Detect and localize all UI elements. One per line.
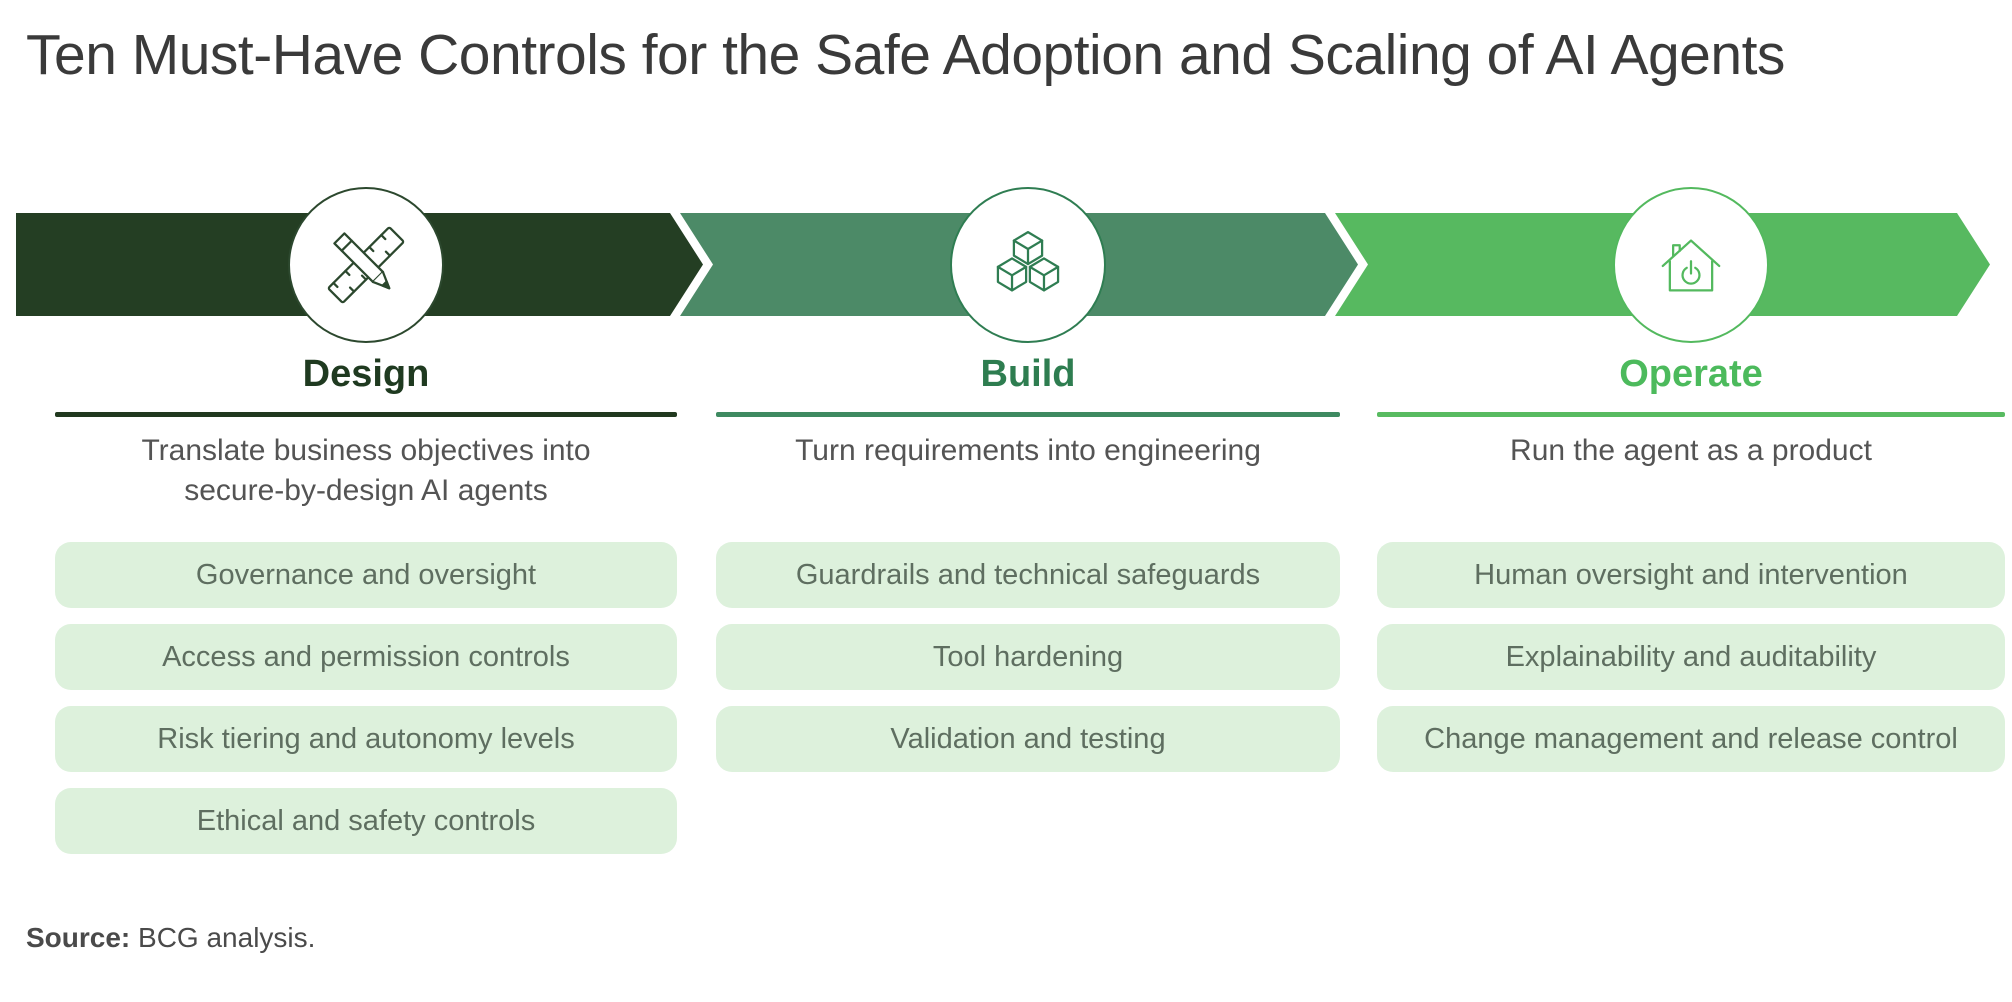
control-pill: Validation and testing <box>716 706 1340 772</box>
build-subtitle: Turn requirements into engineering <box>795 434 1261 467</box>
operate-icon-circle <box>1613 187 1769 343</box>
control-pill: Change management and release control <box>1377 706 2005 772</box>
design-icon-circle <box>288 187 444 343</box>
design-column: Design Translate business objectives int… <box>55 352 677 870</box>
build-column: Build Turn requirements into engineering… <box>716 352 1340 788</box>
design-subtitle: Translate business objectives into secur… <box>141 434 591 507</box>
control-pill: Tool hardening <box>716 624 1340 690</box>
build-controls-list: Guardrails and technical safeguards Tool… <box>716 542 1340 772</box>
house-power-icon <box>1661 239 1721 292</box>
pencil-and-ruler-icon <box>327 226 405 304</box>
design-underline <box>55 412 677 417</box>
design-phase-heading: Design <box>302 353 430 395</box>
control-pill: Human oversight and intervention <box>1377 542 2005 608</box>
control-pill: Access and permission controls <box>55 624 677 690</box>
control-pill: Ethical and safety controls <box>55 788 677 854</box>
source-label: Source: <box>26 922 131 953</box>
control-pill: Explainability and auditability <box>1377 624 2005 690</box>
control-pill: Governance and oversight <box>55 542 677 608</box>
operate-subtitle: Run the agent as a product <box>1510 434 1872 467</box>
operate-column: Operate Run the agent as a product Human… <box>1377 352 2005 788</box>
page-title: Ten Must-Have Controls for the Safe Adop… <box>26 23 1785 87</box>
control-pill: Risk tiering and autonomy levels <box>55 706 677 772</box>
build-underline <box>716 412 1340 417</box>
cubes-icon <box>996 230 1060 292</box>
source-text: BCG analysis. <box>130 922 316 953</box>
design-controls-list: Governance and oversight Access and perm… <box>55 542 677 854</box>
build-phase-heading: Build <box>980 353 1076 395</box>
operate-phase-heading: Operate <box>1619 353 1763 395</box>
operate-underline <box>1377 412 2005 417</box>
source-note: Source: BCG analysis. <box>26 922 315 954</box>
control-pill: Guardrails and technical safeguards <box>716 542 1340 608</box>
operate-controls-list: Human oversight and intervention Explain… <box>1377 542 2005 772</box>
build-icon-circle <box>950 187 1106 343</box>
